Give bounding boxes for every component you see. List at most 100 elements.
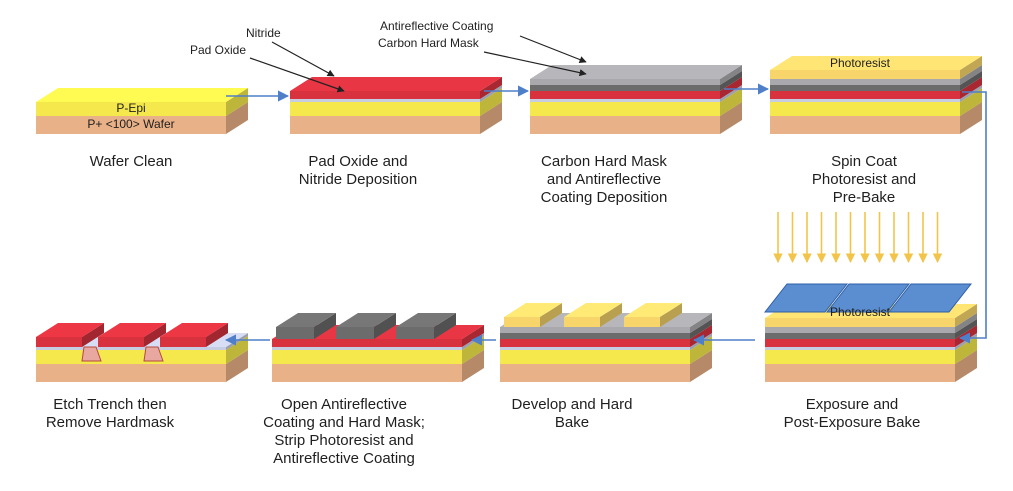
- carbon-hard-mask-callout: Carbon Hard Mask: [378, 36, 480, 50]
- hard-mask-bar-top: [336, 313, 396, 327]
- substrate-layer: [36, 116, 226, 134]
- antireflective-layer-side: [960, 65, 982, 85]
- p-epi-layer-side: [480, 88, 502, 116]
- caption-line: Antireflective Coating: [273, 450, 415, 467]
- wafer-step-2: [290, 77, 502, 134]
- antireflective-layer-side: [690, 313, 712, 333]
- caption-line: Develop and Hard: [512, 396, 633, 413]
- photoresist-bar: [504, 317, 540, 327]
- pad-oxide-leader: [249, 57, 345, 93]
- caption-line: Strip Photoresist and: [274, 432, 413, 449]
- p-epi-layer-side: [226, 88, 248, 116]
- hard-mask-bars: [276, 313, 456, 339]
- antireflective-layer: [770, 79, 960, 85]
- p-epi-layer: [770, 102, 960, 116]
- caption-line: Post-Exposure Bake: [784, 414, 921, 431]
- carbon-hard-mask-layer: [765, 333, 955, 339]
- nitride-layer-side: [720, 77, 742, 99]
- mask-plate: [887, 283, 973, 313]
- substrate-layer-side: [690, 350, 712, 382]
- caption-line: Pad Oxide and: [308, 153, 407, 170]
- substrate-layer: [770, 116, 960, 134]
- antireflective-layer-side: [955, 313, 977, 333]
- pad-oxide-layer: [765, 347, 955, 350]
- p-epi-layer: [530, 102, 720, 116]
- nitride-layer-side: [960, 77, 982, 99]
- nitride-layer: [765, 339, 955, 347]
- nitride-layer: [530, 91, 720, 99]
- nitride-layer-side: [480, 77, 502, 99]
- caption-line: Nitride Deposition: [299, 171, 417, 188]
- nitride-leader: [271, 41, 335, 77]
- hard-mask-bar: [336, 327, 374, 339]
- nitride-layer: [290, 91, 480, 99]
- p-epi-layer-side: [690, 336, 712, 364]
- antireflective-layer-top: [530, 65, 742, 79]
- pad-oxide-layer: [290, 99, 480, 102]
- photoresist-layer-top: [770, 56, 982, 70]
- pad-oxide-layer: [530, 99, 720, 102]
- p-epi-layer-top: [36, 88, 248, 102]
- p-epi-layer-side: [226, 336, 248, 364]
- nitride-island-side: [144, 323, 166, 347]
- caption-line: Carbon Hard Mask: [541, 153, 667, 170]
- photoresist-layer: [765, 318, 955, 327]
- caption-line: Photoresist and: [812, 171, 916, 188]
- photoresist-layer: [770, 70, 960, 79]
- substrate-layer: [290, 116, 480, 134]
- mask-plate: [825, 283, 911, 313]
- caption-line: Coating and Hard Mask;: [263, 414, 425, 431]
- wafer-step-6: [500, 313, 712, 382]
- mask-plate: [763, 283, 849, 313]
- pad-oxide-layer: [272, 347, 462, 350]
- antireflective-layer: [500, 327, 690, 333]
- photoresist-bar-top: [564, 303, 622, 317]
- pad-oxide-callout: Pad Oxide: [190, 43, 246, 57]
- substrate-layer-side: [226, 350, 248, 382]
- pad-oxide-layer: [500, 347, 690, 350]
- carbon-hard-mask-leader: [483, 51, 587, 77]
- photoresist-bar: [564, 317, 600, 327]
- photoresist-label: Photoresist: [830, 305, 891, 319]
- nitride-layer-top: [290, 77, 502, 91]
- antireflective-layer: [765, 327, 955, 333]
- photoresist-bar-side: [540, 303, 562, 327]
- photoresist-bar-top: [624, 303, 682, 317]
- substrate-layer: [500, 364, 690, 382]
- pad-oxide-layer-side: [480, 85, 502, 102]
- photoresist-layer-side: [960, 56, 982, 79]
- caption-line: Etch Trench then: [53, 396, 166, 413]
- trench: [143, 346, 164, 362]
- caption-line: Coating Deposition: [541, 189, 668, 206]
- photomask-plates: [763, 283, 973, 313]
- photoresist-bar: [624, 317, 660, 327]
- antireflective-layer: [530, 79, 720, 85]
- hard-mask-bar: [276, 327, 314, 339]
- photoresist-label: Photoresist: [830, 56, 891, 70]
- antireflective-callout: Antireflective Coating: [380, 19, 493, 33]
- nitride-island: [160, 337, 206, 347]
- p-epi-layer: [500, 350, 690, 364]
- step-caption-1: Wafer Clean: [90, 153, 173, 170]
- substrate-layer-side: [960, 102, 982, 134]
- nitride-layer: [770, 91, 960, 99]
- hard-mask-bar-side: [314, 313, 336, 339]
- carbon-hard-mask-layer: [770, 85, 960, 91]
- carbon-hard-mask-layer-side: [960, 71, 982, 91]
- p-epi-label: P-Epi: [116, 101, 145, 115]
- caption-line: and Antireflective: [547, 171, 661, 188]
- substrate-layer: [530, 116, 720, 134]
- nitride-island: [36, 337, 82, 347]
- p-epi-layer-side: [955, 336, 977, 364]
- substrate-layer: [36, 364, 226, 382]
- trench: [81, 346, 102, 362]
- flow-arrows: [224, 83, 987, 346]
- photoresist-bar-top: [504, 303, 562, 317]
- pad-oxide-layer: [770, 99, 960, 102]
- caption-line: Wafer Clean: [90, 153, 173, 170]
